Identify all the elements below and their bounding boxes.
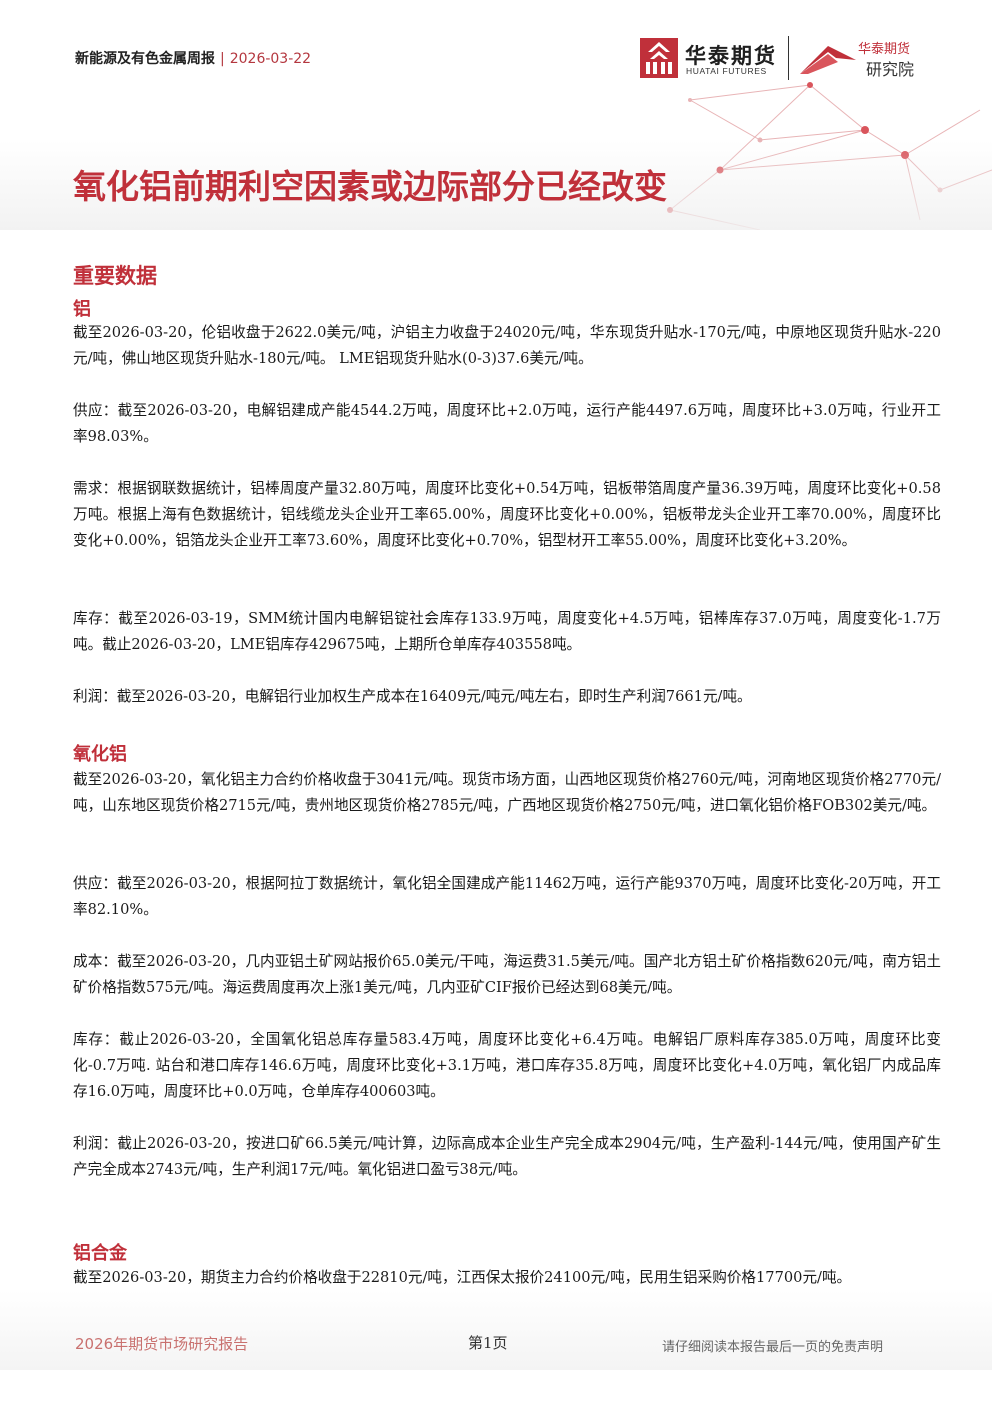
subheading-alumina: 氧化铝 [73,744,127,765]
research-institute-logo: 华泰期货 研究院 [798,36,928,82]
institute-line1: 华泰期货 [858,42,911,57]
aluminum-demand-paragraph: 需求：根据钢联数据统计，铝棒周度产量32.80万吨，周度环比变化+0.54万吨，… [73,480,941,549]
company-name-en: HUATAI FUTURES [686,66,767,76]
alloy-price-paragraph: 截至2026-03-20，期货主力合约价格收盘于22810元/吨，江西保太报价2… [73,1269,852,1286]
logo-divider [788,36,789,80]
alumina-cost-paragraph: 成本：截至2026-03-20，几内亚铝土矿网站报价65.0美元/干吨，海运费3… [73,953,941,996]
huatai-futures-logo: 华泰期货 HUATAI FUTURES [640,38,780,82]
aluminum-price-paragraph: 截至2026-03-20，伦铝收盘于2622.0美元/吨，沪铝主力收盘于2402… [73,324,941,367]
footer-report-label: 2026年期货市场研究报告 [75,1335,249,1353]
institute-line2: 研究院 [866,60,915,79]
footer-band [0,1290,992,1370]
company-name-cn: 华泰期货 [685,44,777,68]
report-date: 2026-03-22 [229,51,312,67]
institute-swoosh-icon [800,46,856,74]
footer-disclaimer-note: 请仔细阅读本报告最后一页的免责声明 [662,1340,884,1355]
aluminum-inventory-paragraph: 库存：截至2026-03-19，SMM统计国内电解铝锭社会库存133.9万吨，周… [73,610,941,653]
section-heading-key-data: 重要数据 [73,264,157,288]
alumina-profit-paragraph: 利润：截止2026-03-20，按进口矿66.5美元/吨计算，边际高成本企业生产… [73,1135,941,1178]
subheading-aluminum-alloy: 铝合金 [73,1243,127,1264]
header-separator: | [220,51,225,67]
subheading-aluminum: 铝 [73,299,91,320]
page-number: 第1页 [468,1334,508,1352]
report-name: 新能源及有色金属周报 [75,51,215,67]
alumina-inventory-paragraph: 库存：截止2026-03-20，全国氧化铝总库存量583.4万吨，周度环比变化+… [73,1031,941,1100]
aluminum-profit-paragraph: 利润：截至2026-03-20，电解铝行业加权生产成本在16409元/吨元/吨左… [73,688,752,705]
alumina-price-paragraph: 截至2026-03-20，氧化铝主力合约价格收盘于3041元/吨。现货市场方面，… [73,771,941,814]
huatai-logo-icon [640,38,678,78]
document-title: 氧化铝前期利空因素或边际部分已经改变 [73,167,667,206]
report-header: 新能源及有色金属周报 |2026-03-22 [75,48,311,68]
title-band [0,140,992,230]
alumina-supply-paragraph: 供应：截至2026-03-20，根据阿拉丁数据统计，氧化铝全国建成产能11462… [73,875,941,918]
aluminum-supply-paragraph: 供应：截至2026-03-20，电解铝建成产能4544.2万吨，周度环比+2.0… [73,402,941,445]
